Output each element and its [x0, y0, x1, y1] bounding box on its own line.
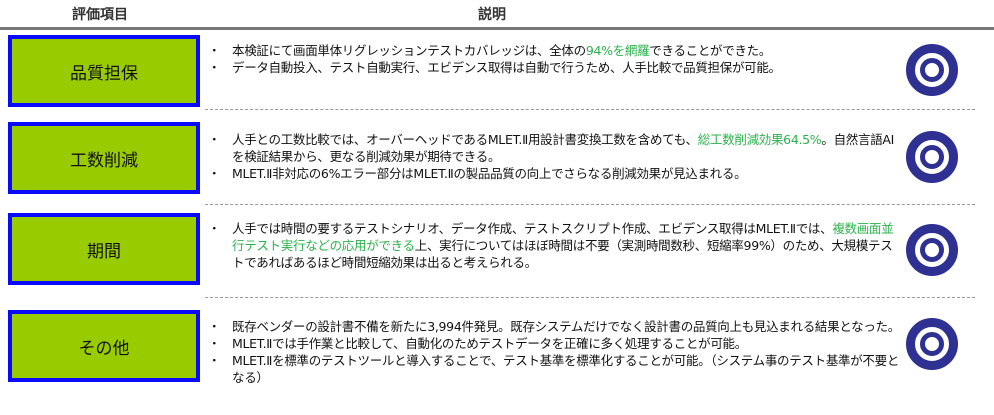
column-header-item: 評価項目	[72, 7, 128, 23]
bullet-item: MLET.Ⅱを標準のテストツールと導入することで、テスト基準を標準化することが可…	[208, 352, 902, 386]
row-divider	[205, 297, 975, 298]
highlight-text: 総工数削減効果64.5%	[697, 132, 822, 147]
text-segment: できることができた。	[649, 43, 772, 58]
text-segment: データ自動投入、テスト自動実行、エビデンス取得は自動で行うため、人手比較で品質担…	[232, 60, 781, 75]
text-segment: 人手では時間の要するテストシナリオ、データ作成、テストスクリプト作成、エビデンス…	[232, 221, 833, 236]
bullet-item: 人手では時間の要するテストシナリオ、データ作成、テストスクリプト作成、エビデンス…	[208, 220, 902, 271]
bullet-item: データ自動投入、テスト自動実行、エビデンス取得は自動で行うため、人手比較で品質担…	[208, 59, 902, 76]
description: 既存ベンダーの設計書不備を新たに3,994件発見。既存システムだけでなく設計書の…	[208, 318, 902, 386]
description: 人手では時間の要するテストシナリオ、データ作成、テストスクリプト作成、エビデンス…	[208, 220, 902, 271]
header-divider	[0, 27, 994, 30]
inner-circle	[920, 58, 944, 82]
double-circle-rating-icon	[906, 318, 958, 370]
category-label: 工数削減	[8, 122, 200, 194]
category-label: 期間	[8, 213, 200, 285]
text-segment: 上、実行についてはほぼ時間は不要（実測時間数秒、短縮率99%）のため、大規模テス…	[232, 238, 893, 270]
text-segment: 既存ベンダーの設計書不備を新たに3,994件発見。既存システムだけでなく設計書の…	[232, 319, 900, 334]
double-circle-rating-icon	[906, 131, 958, 183]
inner-circle	[920, 145, 944, 169]
category-label: その他	[8, 310, 200, 382]
double-circle-rating-icon	[906, 44, 958, 96]
inner-circle	[920, 332, 944, 356]
bullet-item: 既存ベンダーの設計書不備を新たに3,994件発見。既存システムだけでなく設計書の…	[208, 318, 902, 335]
description: 人手との工数比較では、オーバーヘッドであるMLET.Ⅱ用設計書変換工数を含めても…	[208, 131, 902, 182]
bullet-item: MLET.Ⅱでは手作業と比較して、自動化のためテストデータを正確に多く処理するこ…	[208, 335, 902, 352]
text-segment: 。自然言語AIを検証結果から、更なる削減効果が期待できる。	[232, 132, 895, 164]
inner-circle	[920, 238, 944, 262]
bullet-item: MLET.Ⅱ非対応の6%エラー部分はMLET.Ⅱの製品品質の向上でさらなる削減効…	[208, 165, 902, 182]
row-divider	[205, 109, 975, 110]
bullet-item: 人手との工数比較では、オーバーヘッドであるMLET.Ⅱ用設計書変換工数を含めても…	[208, 131, 902, 165]
text-segment: MLET.Ⅱでは手作業と比較して、自動化のためテストデータを正確に多く処理するこ…	[232, 336, 747, 351]
highlight-text: 94%を網羅	[585, 43, 650, 58]
bullet-item: 本検証にて画面単体リグレッションテストカバレッジは、全体の94%を網羅できること…	[208, 42, 902, 59]
text-segment: 本検証にて画面単体リグレッションテストカバレッジは、全体の	[232, 43, 586, 58]
category-label: 品質担保	[8, 35, 200, 107]
text-segment: MLET.Ⅱ非対応の6%エラー部分はMLET.Ⅱの製品品質の向上でさらなる削減効…	[232, 166, 747, 181]
double-circle-rating-icon	[906, 224, 958, 276]
text-segment: MLET.Ⅱを標準のテストツールと導入することで、テスト基準を標準化することが可…	[232, 353, 900, 385]
highlight-text: 複数画面並行テスト実行などの応用ができる	[232, 221, 894, 253]
row-divider	[205, 204, 975, 205]
description: 本検証にて画面単体リグレッションテストカバレッジは、全体の94%を網羅できること…	[208, 42, 902, 76]
column-header-description: 説明	[478, 7, 506, 23]
text-segment: 人手との工数比較では、オーバーヘッドであるMLET.Ⅱ用設計書変換工数を含めても…	[232, 132, 698, 147]
